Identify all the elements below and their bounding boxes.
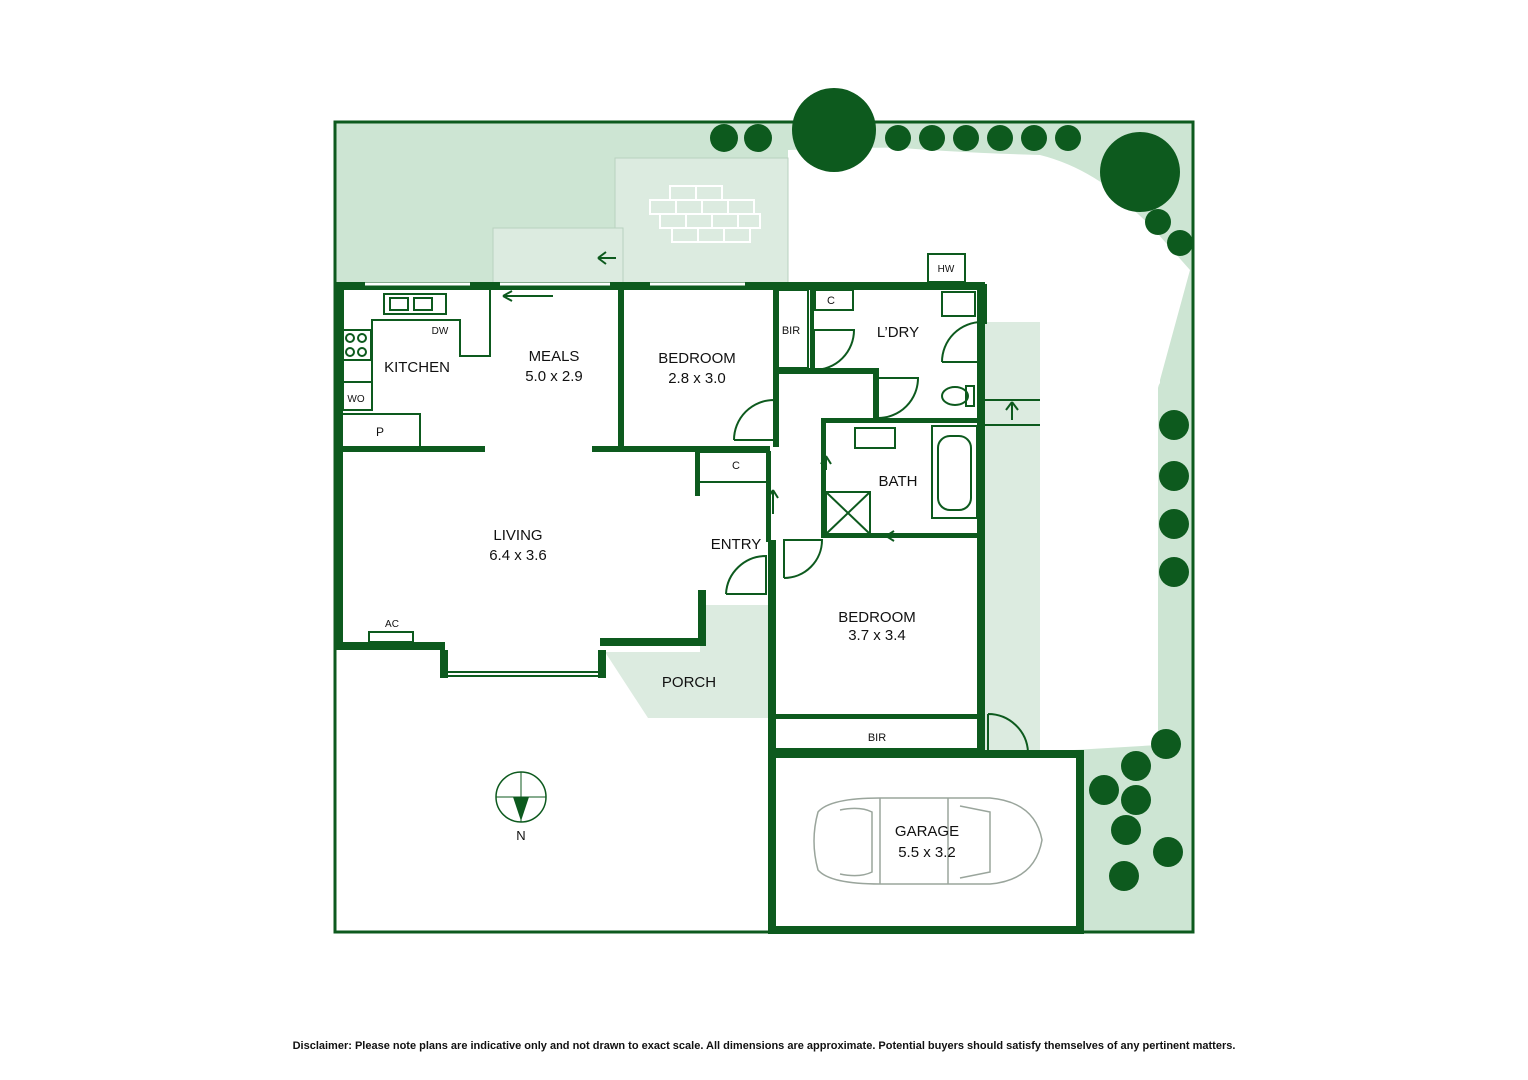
walls	[335, 282, 1084, 934]
room-size-bedroom2: 3.7 x 3.4	[848, 627, 906, 644]
tree-icon	[710, 124, 738, 152]
label-pantry: P	[376, 425, 384, 439]
tree-icon	[744, 124, 772, 152]
car-icon	[813, 797, 1043, 885]
room-label-porch: PORCH	[662, 674, 716, 691]
tree-icon	[953, 125, 979, 151]
room-label-meals: MEALS	[529, 348, 580, 365]
tree-icon	[1159, 509, 1189, 539]
sink-icon	[383, 293, 447, 315]
room-label-garage: GARAGE	[895, 823, 959, 840]
room-size-meals: 5.0 x 2.9	[525, 368, 583, 385]
room-label-living: LIVING	[493, 527, 542, 544]
stove-icon	[342, 329, 372, 361]
tree-icon	[1100, 132, 1180, 212]
tree-icon	[1121, 785, 1151, 815]
room-label-bedroom2: BEDROOM	[838, 609, 916, 626]
tree-icon	[1021, 125, 1047, 151]
tree-icon	[987, 125, 1013, 151]
room-size-garage: 5.5 x 3.2	[898, 844, 956, 861]
tree-icon	[1167, 230, 1193, 256]
tree-icon	[1153, 837, 1183, 867]
tree-icon	[1055, 125, 1081, 151]
room-size-bedroom1: 2.8 x 3.0	[668, 370, 726, 387]
label-built-in-robe-1: BIR	[782, 325, 800, 337]
label-cupboard-laundry: C	[827, 295, 835, 307]
label-cupboard-entry: C	[732, 460, 740, 472]
fixture-lines	[342, 251, 1081, 915]
tree-icon	[1145, 209, 1171, 235]
tree-icon	[1151, 729, 1181, 759]
room-label-bedroom1: BEDROOM	[658, 350, 736, 367]
tree-icon	[1159, 461, 1189, 491]
tree-icon	[1159, 557, 1189, 587]
tree-icon	[1111, 815, 1141, 845]
room-label-laundry: L’DRY	[877, 324, 919, 341]
room-label-bath: BATH	[879, 473, 918, 490]
room-label-kitchen: KITCHEN	[384, 359, 450, 376]
tree-icon	[792, 88, 876, 172]
trees	[710, 88, 1193, 891]
tree-icon	[919, 125, 945, 151]
compass-label: N	[516, 828, 525, 843]
tree-icon	[1121, 751, 1151, 781]
label-hot-water: HW	[938, 264, 955, 275]
tree-icon	[1089, 775, 1119, 805]
label-dishwasher: DW	[432, 326, 449, 337]
pavers-icon	[649, 185, 761, 243]
tree-icon	[1109, 861, 1139, 891]
compass-icon	[495, 771, 547, 823]
label-wall-oven: WO	[347, 394, 364, 405]
room-label-entry: ENTRY	[711, 536, 762, 553]
disclaimer-text: Disclaimer: Please note plans are indica…	[292, 1040, 1236, 1052]
label-air-conditioner: AC	[385, 619, 399, 630]
label-built-in-robe-2: BIR	[868, 732, 886, 744]
tree-icon	[885, 125, 911, 151]
room-size-living: 6.4 x 3.6	[489, 547, 547, 564]
house-floor	[335, 284, 1082, 932]
tree-icon	[1159, 410, 1189, 440]
